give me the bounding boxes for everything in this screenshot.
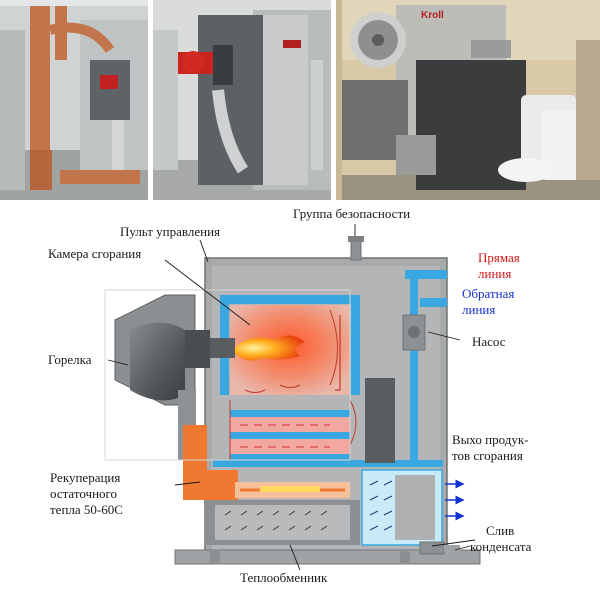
pump — [402, 314, 426, 351]
label-control-panel: Пульт управления — [120, 224, 220, 239]
burner — [114, 294, 235, 460]
exhaust-module — [361, 469, 465, 546]
label-burner: Горелка — [48, 352, 92, 367]
brand-label: Kroll — [421, 10, 444, 21]
label-heat-exchanger: Теплообменник — [240, 570, 328, 585]
label-condensate-2: конденсата — [470, 539, 532, 554]
control-block — [365, 378, 395, 463]
label-exhaust: Выхо продук- — [452, 432, 529, 447]
label-return-line: Обратная — [462, 286, 514, 301]
label-exhaust-2: тов сгорания — [452, 448, 523, 463]
boiler-diagram: Группа безопасности Пульт управления Кам… — [0, 200, 600, 600]
label-recuperation: Рекуперация — [50, 470, 120, 485]
burner-frame — [104, 289, 351, 461]
label-recuperation-3: тепла 50-60С — [50, 502, 123, 517]
leader-lines — [107, 224, 476, 571]
photo-strip: Kroll — [0, 0, 600, 200]
boiler-burner-photo: Kroll — [336, 0, 600, 200]
label-return-line-2: линия — [462, 302, 495, 317]
label-combustion-chamber: Камера сгорания — [48, 246, 141, 261]
label-pump: Насос — [472, 334, 506, 349]
flue-passages — [229, 399, 357, 460]
recuperator — [183, 425, 350, 500]
boiler-front-photo — [153, 0, 331, 200]
label-safety-group: Группа безопасности — [293, 206, 410, 221]
boiler-room-photo — [0, 0, 148, 200]
label-supply-line-2: линия — [478, 266, 511, 281]
label-supply-line: Прямая — [478, 250, 520, 265]
burner-flame — [232, 335, 305, 361]
safety-group-nozzle — [348, 236, 364, 261]
heat-exchanger — [205, 500, 360, 545]
label-condensate: Слив — [486, 523, 514, 538]
label-recuperation-2: остаточного — [50, 486, 117, 501]
